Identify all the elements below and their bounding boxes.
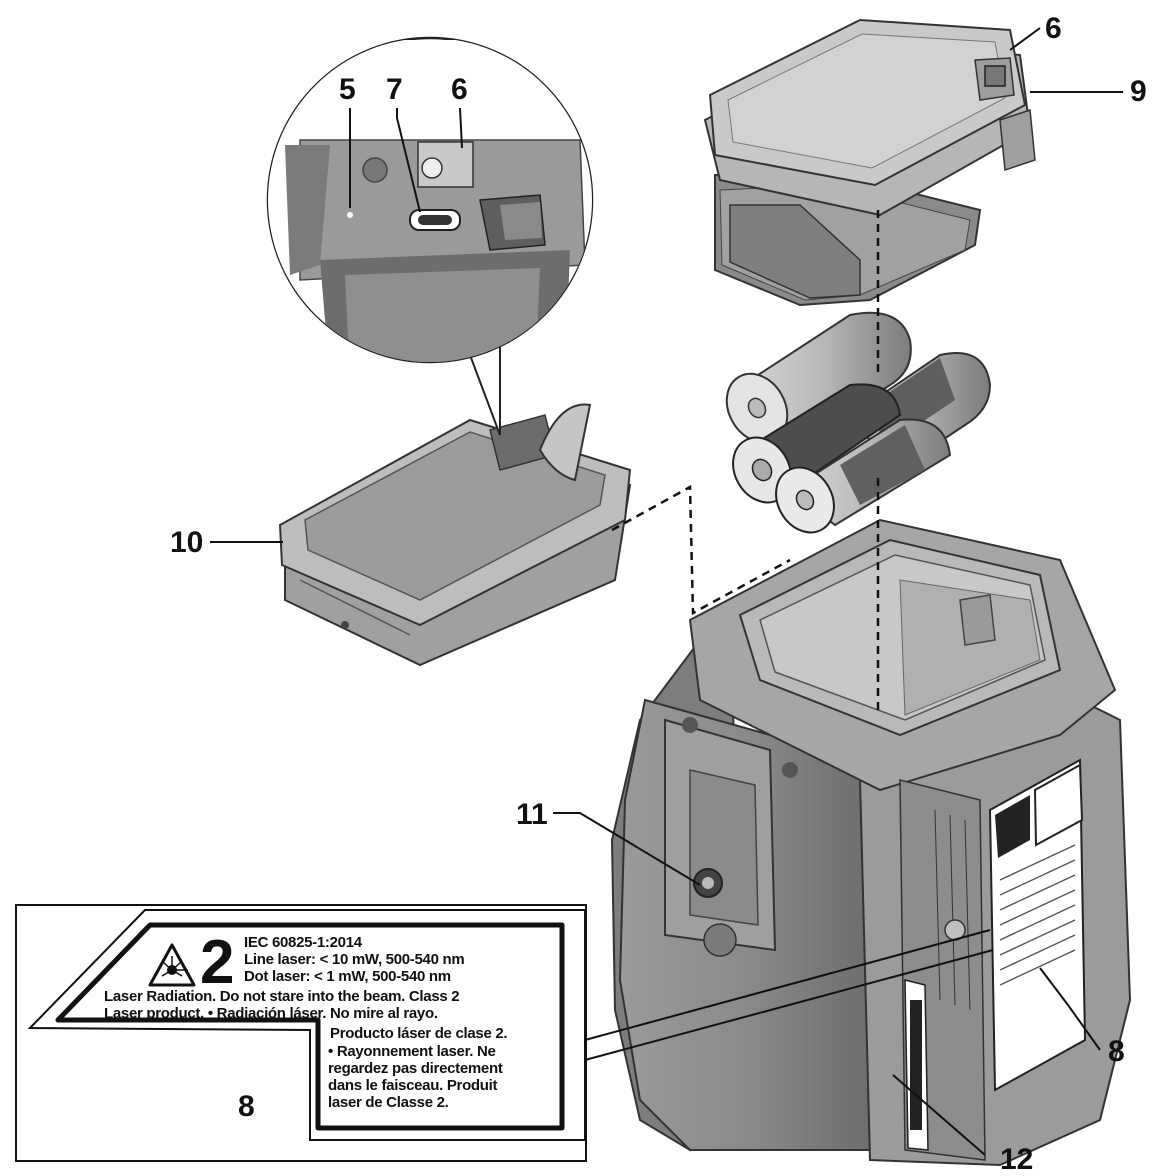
callout-6-cover-latch: 6	[1045, 12, 1062, 45]
callout-8-label: 8	[238, 1090, 255, 1123]
label-line-laser: Line laser: < 10 mW, 500-540 nm	[244, 951, 465, 968]
label-standard: IEC 60825-1:2014	[244, 934, 362, 951]
callout-10-battery-pack: 10	[170, 526, 204, 559]
battery-cover	[703, 18, 1036, 307]
usb-port-detail-magnifier	[266, 36, 594, 436]
callout-9-battery-cover: 9	[1130, 75, 1147, 108]
laser-label-callout	[15, 904, 994, 1162]
assembly-dashed-lines	[611, 210, 880, 715]
label-warning-fr-2: regardez pas directement	[328, 1060, 503, 1077]
callout-12-serial-number: 12	[1000, 1143, 1034, 1176]
label-warning-en-1: Laser Radiation. Do not stare into the b…	[104, 988, 460, 1005]
label-warning-es: Producto láser de clase 2.	[330, 1025, 508, 1042]
label-warning-fr-3: dans le faisceau. Produit	[328, 1077, 498, 1094]
laser-class-number: 2	[200, 928, 235, 997]
label-dot-laser: Dot laser: < 1 mW, 500-540 nm	[244, 968, 451, 985]
callout-5-charge-indicator: 5	[339, 73, 356, 106]
label-warning-en-2: Laser product. • Radiación láser. No mir…	[104, 1005, 438, 1022]
aa-batteries	[725, 311, 992, 534]
callout-6-detail-latch: 6	[451, 73, 468, 106]
callout-11-tripod-mount: 11	[516, 798, 548, 831]
callout-7-usb-port: 7	[386, 73, 403, 106]
label-warning-fr-4: laser de Classe 2.	[328, 1094, 449, 1111]
rechargeable-battery-pack	[278, 403, 632, 667]
laser-device-body	[610, 518, 1132, 1167]
label-warning-fr-1: • Rayonnement laser. Ne	[328, 1043, 496, 1060]
callout-8-device-label: 8	[1108, 1035, 1125, 1068]
